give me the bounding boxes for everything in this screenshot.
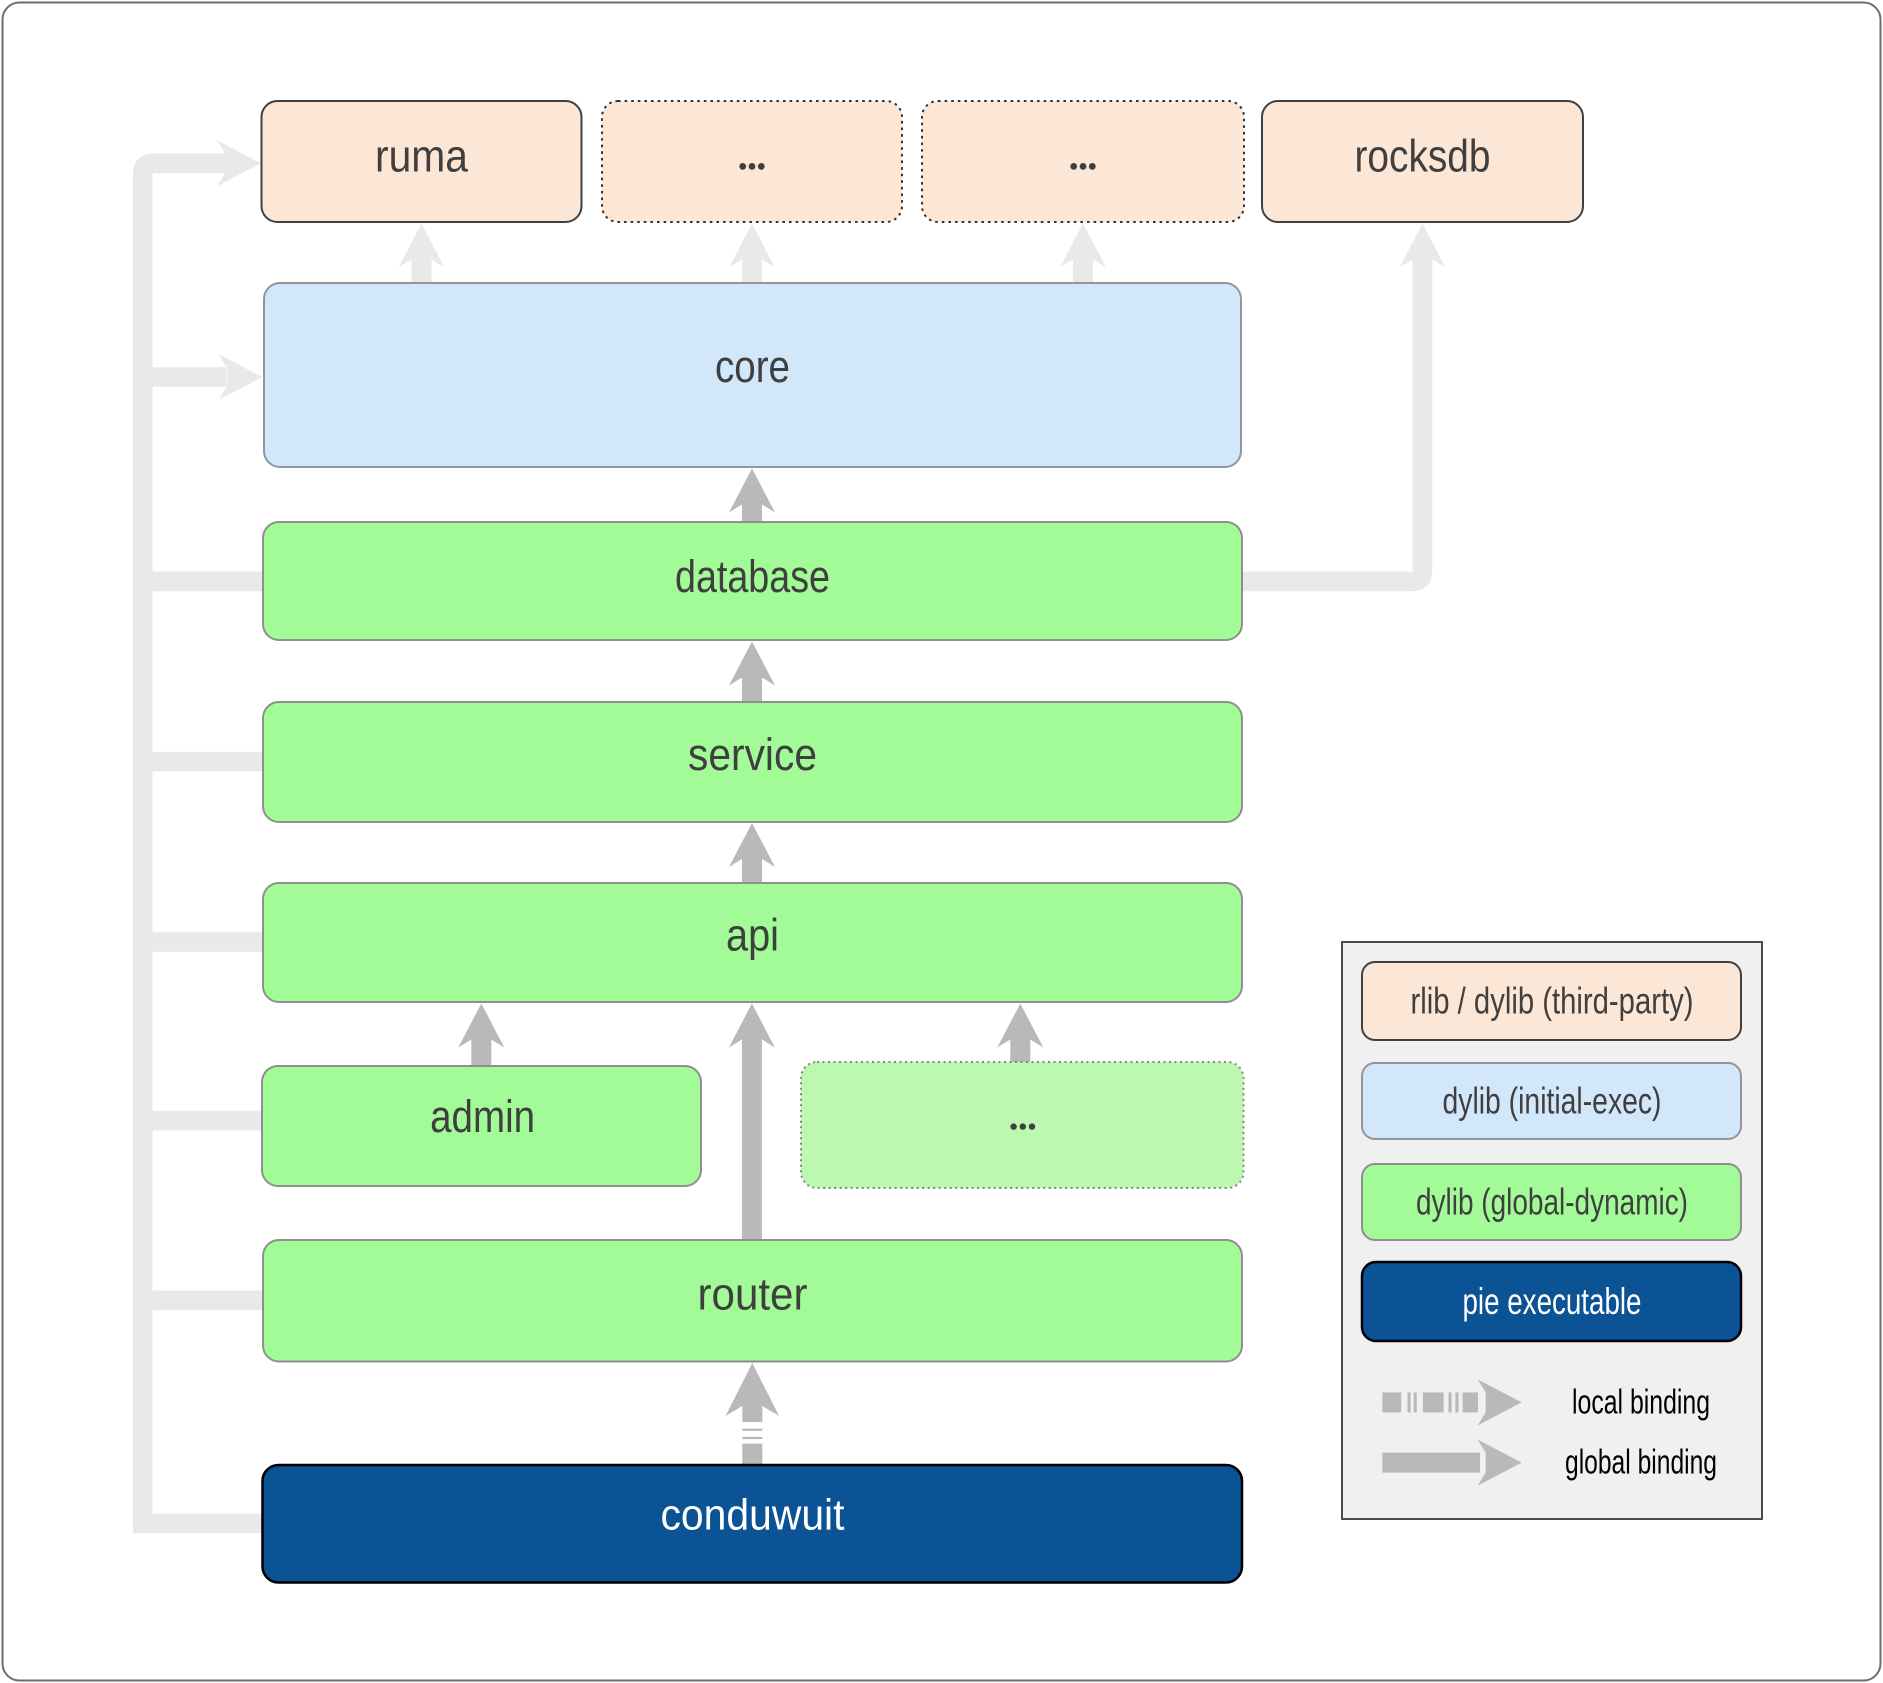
svg-text:admin: admin [430,1091,535,1142]
svg-text:rlib / dylib (third-party): rlib / dylib (third-party) [1411,981,1694,1022]
svg-text:api: api [726,910,779,961]
svg-text:local binding: local binding [1572,1384,1710,1422]
svg-text:core: core [715,341,790,392]
svg-text:ruma: ruma [375,131,469,182]
svg-text:conduwuit: conduwuit [661,1491,845,1540]
svg-text:router: router [698,1269,808,1320]
svg-text:database: database [675,551,830,602]
svg-text:global binding: global binding [1565,1443,1717,1481]
svg-text:rocksdb: rocksdb [1355,131,1491,182]
svg-text:dylib (global-dynamic): dylib (global-dynamic) [1416,1182,1688,1223]
svg-text:service: service [688,729,817,780]
svg-text:pie executable: pie executable [1463,1281,1642,1322]
svg-text:dylib (initial-exec): dylib (initial-exec) [1443,1081,1662,1122]
